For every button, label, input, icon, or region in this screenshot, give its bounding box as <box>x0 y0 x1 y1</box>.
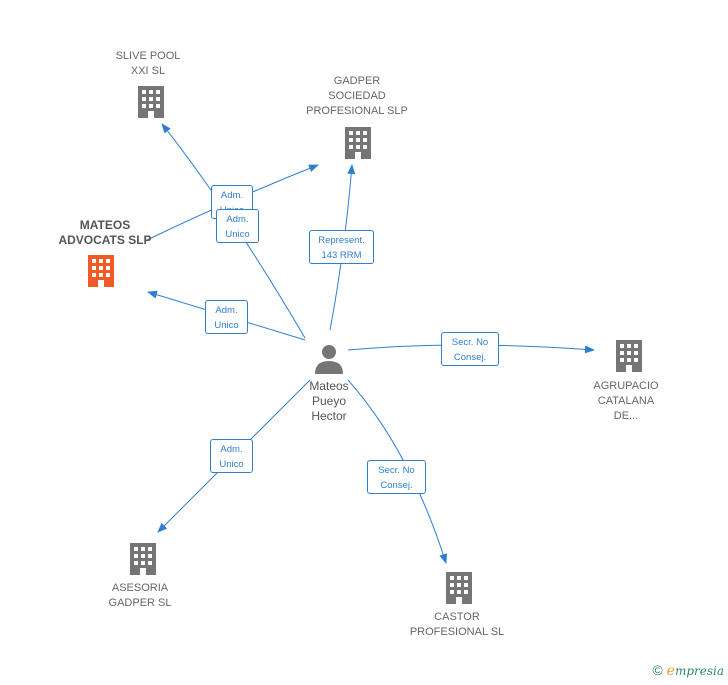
building-icon[interactable] <box>130 543 156 575</box>
company-label-slive-pool[interactable]: SLIVE POOL XXI SL <box>115 50 181 77</box>
company-label-mateos-advocats[interactable]: MATEOS ADVOCATS SLP <box>58 218 152 247</box>
brand-logo-initial: e <box>666 663 675 679</box>
building-icon[interactable] <box>88 255 114 287</box>
building-icon[interactable] <box>616 340 642 372</box>
building-icon[interactable] <box>138 86 164 118</box>
edge-label-castor: Secr. No Consej. <box>367 460 426 494</box>
edge-label-agrupacio: Secr. No Consej. <box>441 332 499 366</box>
edge-label-represent: Represent. 143 RRM <box>309 230 374 264</box>
edge-label-mateos: Adm. Unico <box>205 300 248 334</box>
building-icon[interactable] <box>345 127 371 159</box>
person-icon[interactable] <box>315 345 343 374</box>
building-icon[interactable] <box>446 572 472 604</box>
person-label[interactable]: Mateos Pueyo Hector <box>309 379 349 423</box>
company-label-agrupacio[interactable]: AGRUPACIO CATALANA DE... <box>593 380 659 422</box>
copyright-symbol: © <box>652 662 663 678</box>
company-label-gadper-sociedad[interactable]: GADPER SOCIEDAD PROFESIONAL SLP <box>306 75 408 117</box>
company-label-asesoria[interactable]: ASESORIA GADPER SL <box>108 582 172 609</box>
copyright-brand: © empresia <box>652 662 724 679</box>
edge-label-gadper: Adm. Unico <box>216 209 259 243</box>
brand-logo-text: mpresia <box>674 664 724 678</box>
company-label-castor[interactable]: CASTOR PROFESIONAL SL <box>409 611 505 638</box>
edge-label-asesoria: Adm. Unico <box>210 439 253 473</box>
